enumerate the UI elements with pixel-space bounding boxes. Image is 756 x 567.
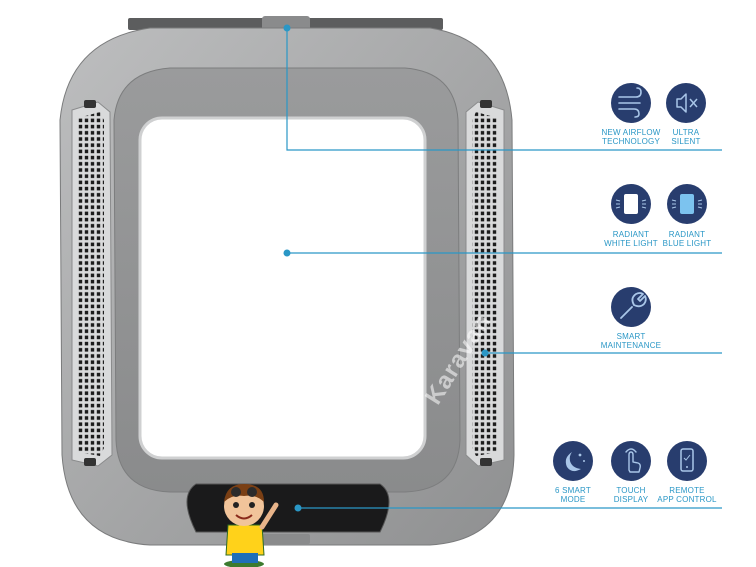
smartphone-icon: [667, 441, 707, 481]
left-vent-grille: [71, 100, 113, 467]
blue-light-panel-icon: [667, 184, 707, 224]
moon-stars-icon: [553, 441, 593, 481]
right-vent-grille: [465, 100, 505, 467]
callout-dots: [283, 24, 489, 512]
touch-hand-icon: [611, 441, 651, 481]
wind-icon: [611, 83, 651, 123]
white-light-panel-icon: [611, 184, 651, 224]
wrench-icon: [611, 287, 651, 327]
mute-speaker-icon: [666, 83, 706, 123]
light-panel: [138, 116, 427, 460]
callout-lines: [286, 28, 722, 509]
mascot-logo: [224, 484, 279, 567]
